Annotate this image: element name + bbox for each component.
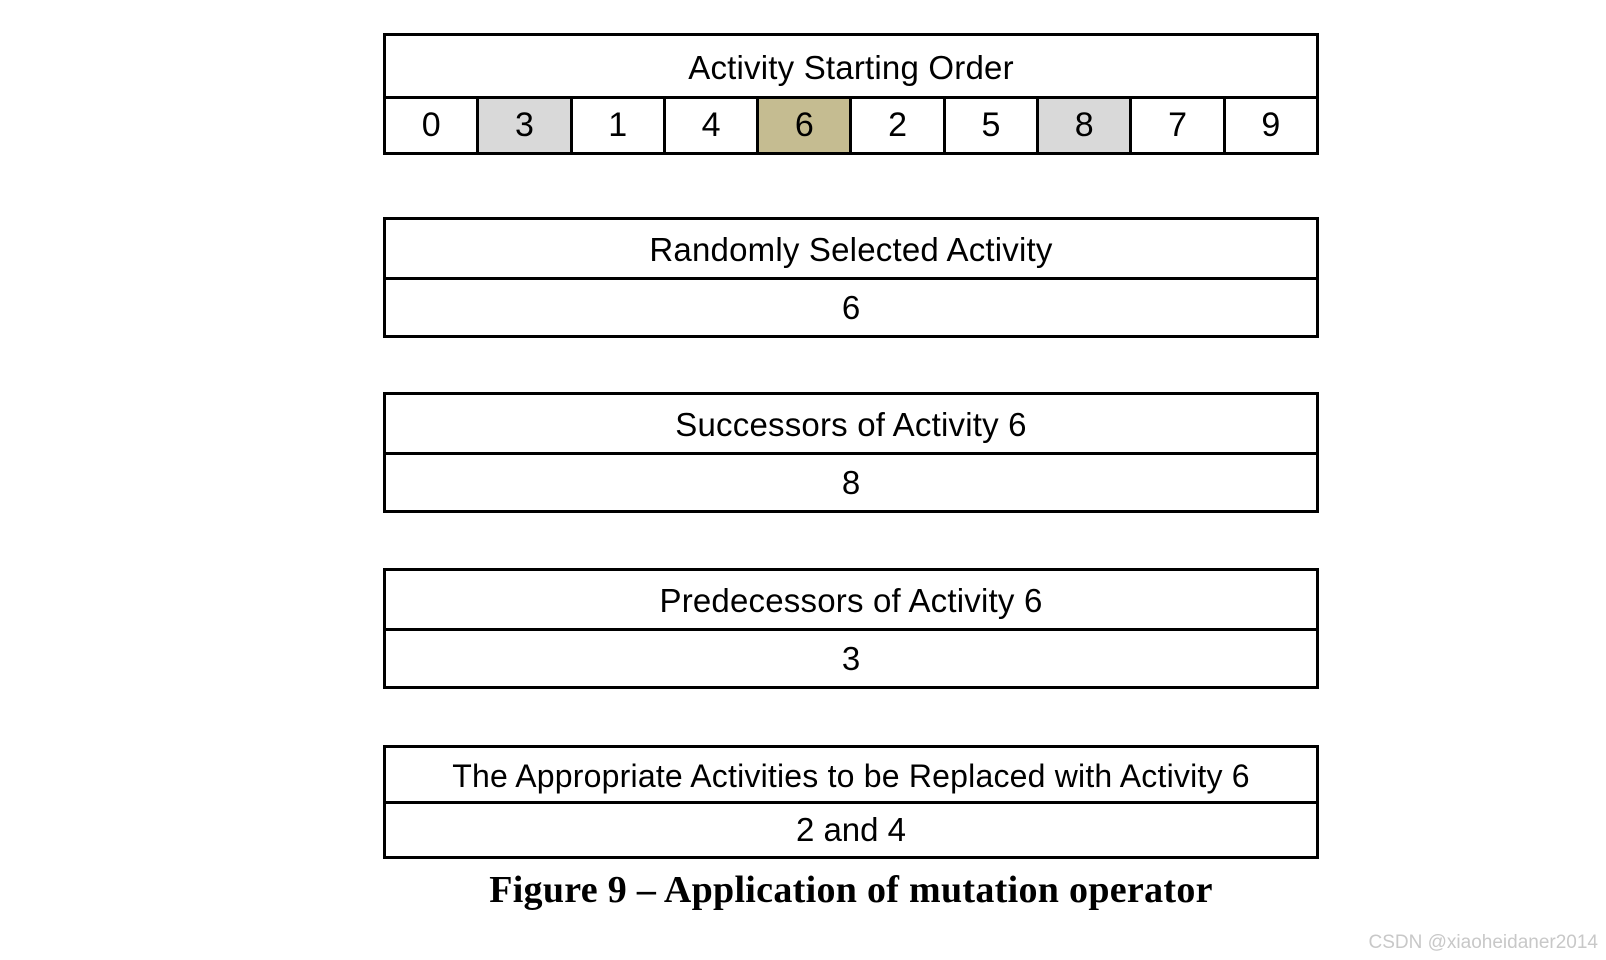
activity-cell-0: 0 [386, 99, 480, 152]
activity-cell-2: 1 [572, 99, 666, 152]
panel-value-successors: 8 [841, 464, 861, 501]
panel-activities-to-be-replaced: The Appropriate Activities to be Replace… [383, 745, 1319, 859]
panel-header-randomly-selected-activity: Randomly Selected Activity [386, 220, 1316, 280]
activity-cell-1: 3 [479, 99, 573, 152]
figure-container: Activity Starting Order 0 3 1 4 6 2 5 8 … [383, 0, 1319, 960]
panel-value-activities-to-be-replaced: 2 and 4 [795, 811, 907, 848]
panel-header-successors: Successors of Activity 6 [386, 395, 1316, 455]
watermark: CSDN @xiaoheidaner2014 [1368, 932, 1598, 953]
activity-cell-6: 5 [945, 99, 1040, 152]
panel-value-predecessors: 3 [841, 640, 861, 677]
panel-successors: Successors of Activity 6 8 [383, 392, 1319, 513]
panel-value-randomly-selected-activity: 6 [841, 289, 861, 326]
panel-header-predecessors: Predecessors of Activity 6 [386, 571, 1316, 631]
activity-cell-4: 6 [759, 99, 853, 152]
activity-order-row: 0 3 1 4 6 2 5 8 7 9 [386, 99, 1316, 152]
panel-activity-starting-order: Activity Starting Order 0 3 1 4 6 2 5 8 … [383, 33, 1319, 155]
panel-randomly-selected-activity: Randomly Selected Activity 6 [383, 217, 1319, 338]
activity-cell-5: 2 [852, 99, 946, 152]
activity-cell-7: 8 [1039, 99, 1133, 152]
activity-cell-9: 9 [1225, 99, 1316, 152]
panel-header-activity-starting-order: Activity Starting Order [386, 36, 1316, 99]
figure-caption: Figure 9 – Application of mutation opera… [489, 869, 1213, 911]
panel-header-activities-to-be-replaced: The Appropriate Activities to be Replace… [386, 748, 1316, 804]
panel-predecessors: Predecessors of Activity 6 3 [383, 568, 1319, 689]
activity-cell-8: 7 [1132, 99, 1226, 152]
activity-cell-3: 4 [665, 99, 760, 152]
